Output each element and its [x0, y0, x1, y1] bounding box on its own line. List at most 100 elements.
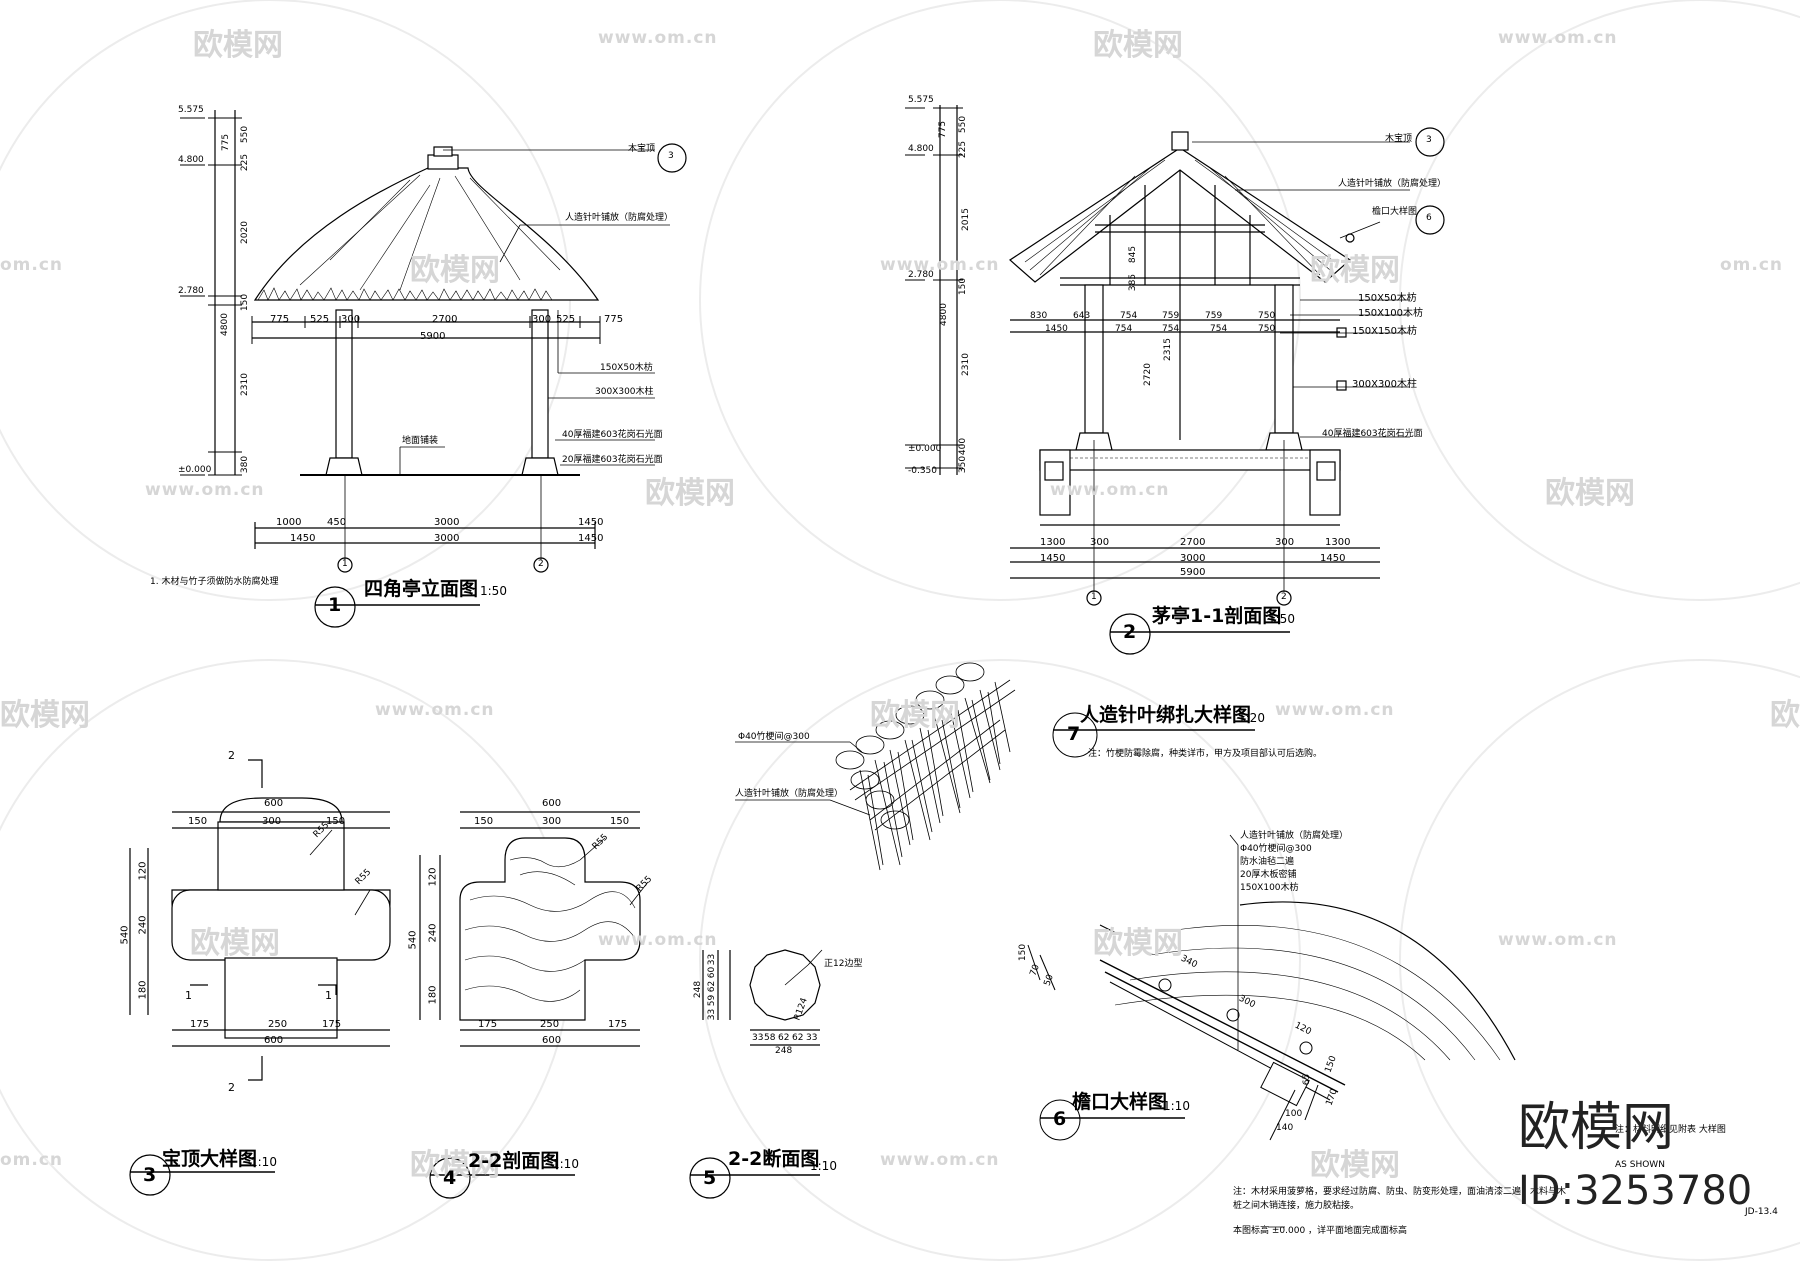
dim-text: 550 — [240, 125, 251, 144]
level-mark: 2.780 — [178, 286, 204, 296]
brand-id: ID:3253780 — [1518, 1168, 1753, 1214]
dim-text: 2720 — [1142, 363, 1153, 386]
drawing-number: 2 — [1123, 621, 1137, 643]
watermark-url: www.om.cn — [880, 1150, 1000, 1170]
dim-text: 240 — [137, 915, 149, 935]
dim-text: 643 — [1073, 311, 1091, 321]
watermark-url: om.cn — [1720, 255, 1784, 275]
callout-ref: 3 — [1426, 135, 1432, 145]
general-note: 注：木材采用菠萝格，要求经过防腐、防虫、防变形处理，面油清漆二遍，木料与木桩之间… — [1233, 1187, 1567, 1212]
watermark-url: www.om.cn — [598, 28, 718, 48]
callout-text: 300X300木柱 — [1352, 379, 1418, 390]
watermark-url: www.om.cn — [598, 930, 718, 950]
level-mark: 4.800 — [178, 155, 204, 165]
dim-text: 1450 — [578, 517, 604, 528]
drawing-title: 2-2断面图 — [728, 1148, 820, 1170]
dim-text: 62 — [707, 980, 718, 993]
dim-text: 775 — [270, 314, 290, 325]
watermark-logo: 欧模网 — [870, 698, 960, 733]
dim-text: 2310 — [960, 353, 971, 376]
dim-text: 33 — [707, 1008, 718, 1021]
dim-text: 1450 — [1045, 324, 1068, 334]
drawing-2-section — [905, 105, 1445, 655]
callout-text: 150X100木枋 — [1358, 308, 1424, 319]
drawing-title: 檐口大样图 — [1072, 1091, 1168, 1113]
dim-text: 3000 — [434, 533, 460, 544]
dim-text: 775 — [604, 314, 624, 325]
watermark-logo: 欧模网 — [193, 28, 283, 63]
dim-text: 175 — [322, 1019, 342, 1030]
drawing-scale: 1:50 — [480, 584, 507, 598]
drawing-scale: 1:50 — [1268, 612, 1295, 626]
title-block-text: AS SHOWN — [1615, 1160, 1665, 1170]
watermark-url: www.om.cn — [1498, 930, 1618, 950]
dim-text: 3000 — [1180, 553, 1206, 564]
watermark-logo: 欧模网 — [645, 476, 735, 511]
dim-text: 600 — [264, 1035, 284, 1046]
dim-text: 550 — [958, 115, 969, 134]
watermark-url: www.om.cn — [1050, 480, 1170, 500]
axis-label: 1 — [1091, 592, 1097, 602]
dim-text: 830 — [1030, 311, 1048, 321]
level-mark: 2.780 — [908, 270, 934, 280]
dim-text: 2315 — [1162, 338, 1173, 361]
section-mark: 2 — [228, 1081, 235, 1094]
callout-text: 40厚福建603花岗石光面 — [562, 430, 663, 440]
drawing-5-cross-section — [689, 949, 823, 1199]
dim-text: 1450 — [1320, 553, 1346, 564]
callout-text: 150X50木枋 — [1358, 293, 1417, 304]
dim-text: 2700 — [1180, 537, 1206, 548]
drawing-3-finial-detail — [129, 759, 391, 1196]
dim-text: 33 — [806, 1033, 818, 1043]
dim-text: 180 — [427, 985, 439, 1005]
dim-text: 400 — [958, 437, 969, 456]
dim-text: 1450 — [290, 533, 316, 544]
dim-text: 150 — [958, 277, 969, 296]
dim-text: 1450 — [578, 533, 604, 544]
callout-text: 地面铺装 — [402, 436, 439, 446]
dim-text: 2020 — [239, 221, 250, 244]
watermark-logo: 欧模网 — [1310, 1148, 1400, 1183]
drawing-number: 1 — [328, 594, 342, 616]
dim-text: 3000 — [434, 517, 460, 528]
watermark-logo: 欧模网 — [1093, 28, 1183, 63]
watermark-logo: 欧模网 — [1310, 253, 1400, 288]
dim-text: 300 — [341, 314, 361, 325]
layer-text: 防水油毡二遍 — [1240, 857, 1295, 867]
drawing-number: 4 — [443, 1167, 457, 1189]
dim-text: 150 — [240, 293, 251, 312]
dim-text: 33 — [752, 1033, 764, 1043]
dim-text: 775 — [221, 133, 232, 152]
watermark-logo: 欧模网 — [410, 1148, 500, 1183]
dim-text: 350 — [958, 455, 969, 474]
dim-text: 1450 — [1040, 553, 1066, 564]
callout-text: 20厚福建603花岗石光面 — [562, 455, 663, 465]
watermark-logo: 欧模网 — [1770, 698, 1800, 733]
dim-text: 450 — [327, 517, 347, 528]
drawing-number: 5 — [703, 1167, 717, 1189]
watermark-logo: 欧模网 — [190, 926, 280, 961]
watermark-logo: 欧模网 — [410, 253, 500, 288]
drawing-title: 茅亭1-1剖面图 — [1152, 605, 1282, 627]
dim-text: 62 — [778, 1033, 790, 1043]
general-note: 本图标高 ±0.000 ，详平面地面完成面标高 — [1233, 1226, 1408, 1236]
dim-text: 100 — [1285, 1109, 1303, 1119]
callout-text: 150X150木枋 — [1352, 326, 1418, 337]
dim-text: 60 — [707, 966, 718, 979]
title-block-text: 注：材料明细见附表 大样图 — [1615, 1125, 1726, 1135]
callout-text: 檐口大样图 — [1372, 207, 1418, 217]
drawing-1-elevation — [180, 110, 687, 628]
callout-ref: 6 — [1426, 213, 1432, 223]
drawing-title: 2-2剖面图 — [468, 1150, 560, 1172]
watermark-url: om.cn — [0, 255, 64, 275]
dim-text: 5900 — [1180, 567, 1206, 578]
dim-text: 754 — [1115, 324, 1133, 334]
dim-text: 754 — [1210, 324, 1228, 334]
callout-ref: 3 — [668, 151, 674, 161]
dim-text: 1300 — [1325, 537, 1351, 548]
title-block-text: JD-13.4 — [1745, 1207, 1778, 1217]
watermark-logo: 欧模网 — [1545, 476, 1635, 511]
callout-text: Φ40竹梗间@300 — [738, 732, 810, 742]
drawing-note: 注：竹梗防霉除腐，种类详市，甲方及项目部认可后选购。 — [1088, 749, 1323, 759]
